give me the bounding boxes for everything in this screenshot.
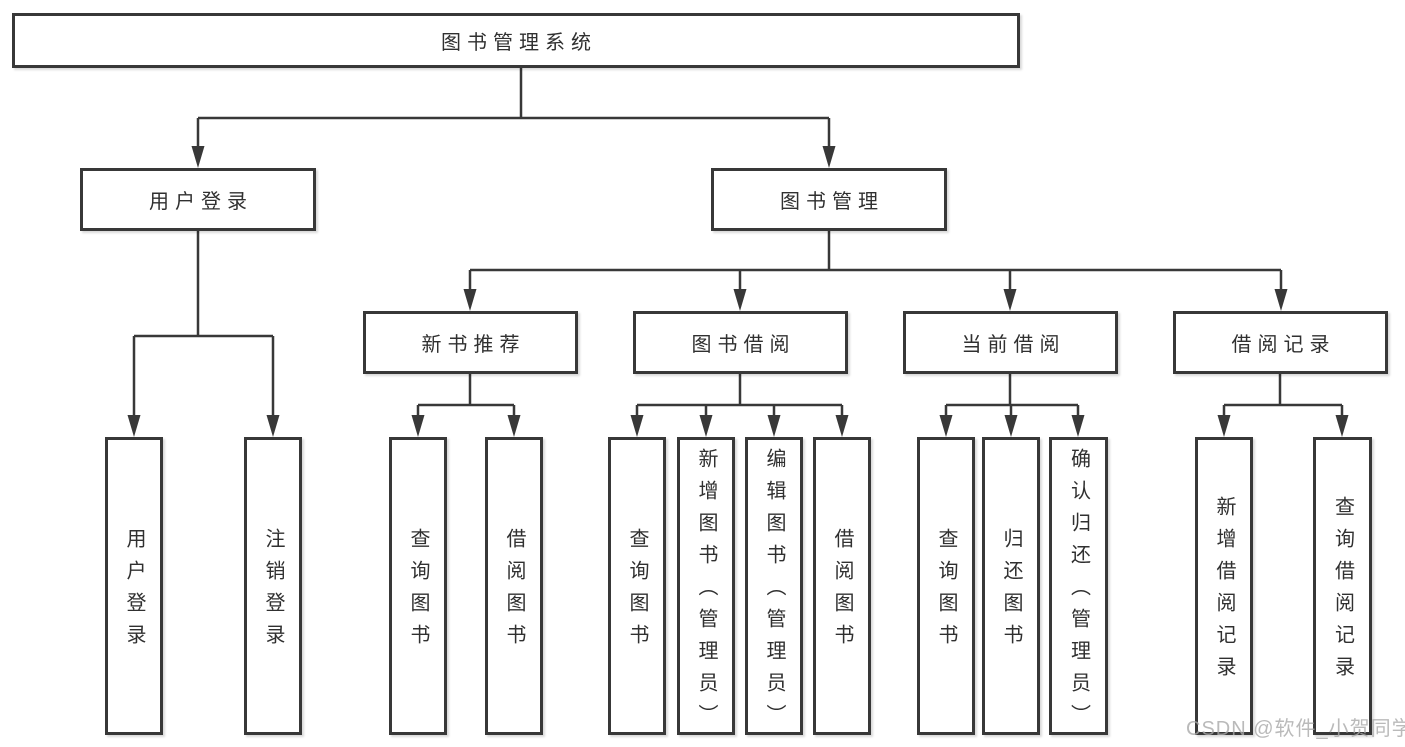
node-leaf-query-borrow-record-label: 查询借阅记录 <box>1331 496 1354 688</box>
node-leaf-return-book: 归还图书 <box>982 437 1040 735</box>
node-leaf-return-book-label: 归还图书 <box>1000 528 1022 656</box>
arrowhead <box>939 415 953 437</box>
connector-borrow-record-children <box>1222 374 1344 419</box>
node-leaf-edit-book-admin: 编辑图书（管理员） <box>745 437 803 736</box>
node-leaf-query-books-borrow: 查询图书 <box>608 437 666 735</box>
node-current-borrow-label: 当前借阅 <box>961 334 1066 356</box>
node-leaf-confirm-return-admin: 确认归还（管理员） <box>1049 437 1108 736</box>
arrowheads <box>127 146 1349 437</box>
node-book-management-label: 图书管理 <box>780 191 884 213</box>
node-new-book-recommend-label: 新书推荐 <box>421 334 526 356</box>
arrowhead <box>630 415 644 437</box>
arrowhead <box>835 415 849 437</box>
arrowhead <box>1217 415 1231 437</box>
node-book-borrow: 图书借阅 <box>633 311 848 374</box>
arrowhead <box>1004 415 1018 437</box>
arrowhead <box>1274 289 1288 311</box>
node-current-borrow: 当前借阅 <box>903 311 1118 374</box>
node-borrow-records: 借阅记录 <box>1173 311 1388 374</box>
node-leaf-add-borrow-record-label: 新增借阅记录 <box>1213 496 1235 688</box>
arrowhead <box>733 289 747 311</box>
node-leaf-query-books-recommend: 查询图书 <box>389 437 447 735</box>
node-leaf-add-book-admin: 新增图书（管理员） <box>677 437 735 736</box>
node-leaf-query-books-current-label: 查询图书 <box>935 528 957 656</box>
node-leaf-add-book-admin-label: 新增图书（管理员） <box>695 448 717 736</box>
node-leaf-edit-book-admin-label: 编辑图书（管理员） <box>763 448 785 736</box>
node-leaf-confirm-return-admin-label: 确认归还（管理员） <box>1067 448 1090 736</box>
node-leaf-query-borrow-record: 查询借阅记录 <box>1313 437 1372 735</box>
connector-book-borrow-children <box>635 374 844 419</box>
arrowhead <box>507 415 521 437</box>
node-borrow-records-label: 借阅记录 <box>1231 334 1336 356</box>
node-new-book-recommend: 新书推荐 <box>363 311 578 374</box>
node-user-login-label: 用户登录 <box>149 191 253 213</box>
node-user-login: 用户登录 <box>80 168 316 231</box>
node-root: 图书管理系统 <box>12 13 1020 68</box>
connector-user-login-children <box>132 231 275 419</box>
arrowhead <box>1003 289 1017 311</box>
node-leaf-borrow-books: 借阅图书 <box>813 437 871 735</box>
node-leaf-borrow-books-recommend: 借阅图书 <box>485 437 543 735</box>
arrowhead <box>191 146 205 168</box>
node-book-management: 图书管理 <box>711 168 947 231</box>
connector-new-book-children <box>416 374 516 419</box>
arrowhead <box>266 415 280 437</box>
arrowhead <box>463 289 477 311</box>
arrowhead <box>1335 415 1349 437</box>
node-leaf-query-books-recommend-label: 查询图书 <box>407 528 429 656</box>
arrowhead <box>127 415 141 437</box>
arrowhead <box>1071 415 1085 437</box>
csdn-watermark: CSDN @软件_小贺同学 <box>1186 718 1405 740</box>
arrowhead <box>822 146 836 168</box>
node-book-borrow-label: 图书借阅 <box>691 334 796 356</box>
arrowhead <box>767 415 781 437</box>
connector-root-to-level2 <box>196 68 831 150</box>
node-leaf-query-books-borrow-label: 查询图书 <box>626 528 648 656</box>
node-leaf-logout: 注销登录 <box>244 437 302 735</box>
node-leaf-add-borrow-record: 新增借阅记录 <box>1195 437 1253 735</box>
node-root-label: 图书管理系统 <box>441 32 597 54</box>
arrowhead <box>411 415 425 437</box>
connector-book-mgmt-children <box>468 231 1283 293</box>
node-leaf-borrow-books-label: 借阅图书 <box>831 528 853 656</box>
arrowhead <box>699 415 713 437</box>
node-leaf-query-books-current: 查询图书 <box>917 437 975 735</box>
node-leaf-user-login-label: 用户登录 <box>123 528 145 656</box>
node-leaf-borrow-books-recommend-label: 借阅图书 <box>503 528 525 656</box>
connector-current-borrow-children <box>944 374 1080 419</box>
node-leaf-logout-label: 注销登录 <box>262 528 284 656</box>
node-leaf-user-login: 用户登录 <box>105 437 163 735</box>
